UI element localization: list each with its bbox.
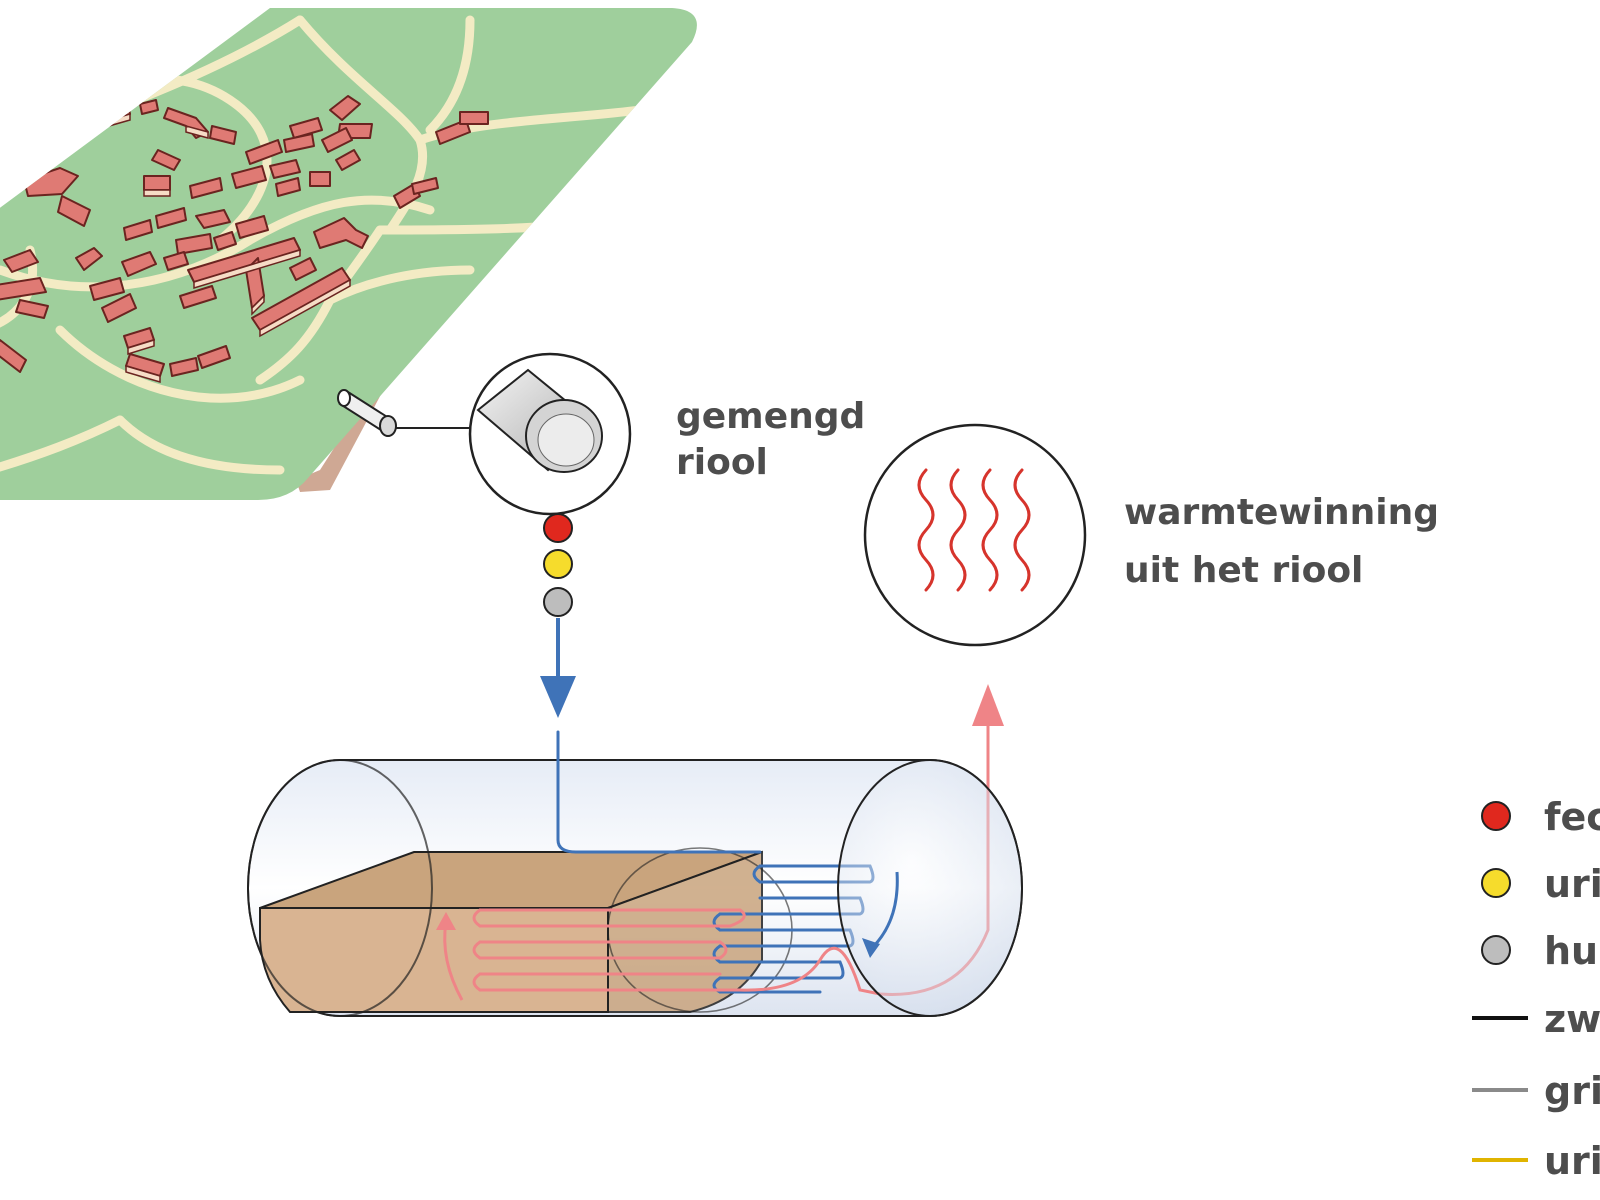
sewer-tube	[247, 710, 1023, 1018]
legend-item-3: hui	[1481, 929, 1600, 973]
greywater-dot	[543, 587, 573, 617]
up-arrow-icon	[972, 684, 1004, 726]
legend-item-2: uri	[1481, 862, 1600, 906]
legend-label-5: gri	[1544, 1069, 1600, 1113]
flow-arrows	[436, 871, 899, 1001]
sewer-label-line2: riool	[676, 442, 768, 483]
legend-item-5: gri	[1472, 1069, 1600, 1113]
legend-item-1: fec	[1481, 795, 1600, 839]
sewer-label-line1: gemengd	[676, 396, 865, 437]
tube-right-end	[837, 758, 1023, 1018]
urine-dot	[543, 549, 573, 579]
legend-item-4: zw	[1472, 997, 1600, 1041]
legend: fec uri hui zw gri uri	[1472, 795, 1600, 1183]
legend-label-3: hui	[1544, 929, 1600, 973]
heat-label-line2: uit het riool	[1124, 550, 1363, 591]
legend-label-6: uri	[1544, 1139, 1600, 1183]
legend-item-6: uri	[1472, 1139, 1600, 1183]
tube-left-end	[247, 759, 433, 1017]
map-plane	[0, 8, 697, 500]
sediment-box-front	[259, 907, 609, 1013]
feces-dot	[543, 513, 573, 543]
legend-label-1: fec	[1544, 795, 1600, 839]
heat-waves-icon	[863, 423, 1087, 647]
legend-label-4: zw	[1544, 997, 1600, 1041]
input-dots	[543, 513, 573, 617]
sewer-outlet-pipe	[337, 389, 397, 437]
buildings	[0, 95, 489, 377]
legend-label-2: uri	[1544, 862, 1600, 906]
city-map	[0, 8, 697, 500]
heat-label-line1: warmtewinning	[1124, 492, 1439, 533]
down-arrow-icon	[540, 618, 576, 718]
pipe-cylinder-icon	[468, 352, 632, 516]
